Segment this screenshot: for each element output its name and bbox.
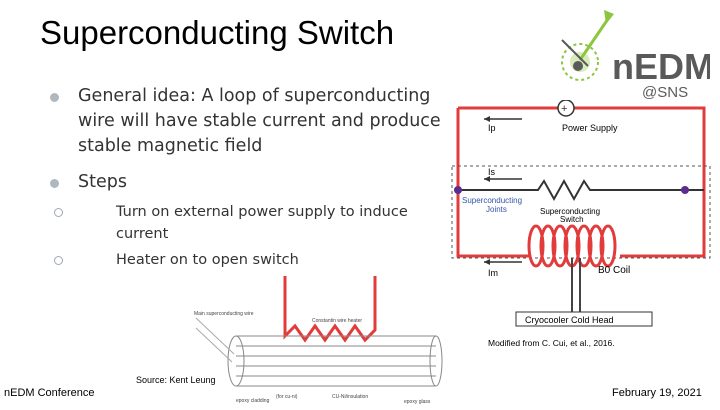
ip-label: Ip — [488, 123, 496, 133]
bullet-text: General idea: A loop of superconducting … — [78, 86, 441, 156]
circuit-diagram: + Power Supply Ip Is Superconducting Joi… — [450, 99, 712, 350]
logo-name: nEDM — [612, 46, 710, 87]
sketch-source: Source: Kent Leung — [136, 375, 216, 385]
is-label: Is — [488, 167, 496, 177]
power-supply-label: Power Supply — [562, 123, 618, 133]
joints-label-2: Joints — [486, 205, 507, 214]
cryostat-boundary — [451, 165, 711, 259]
power-supply-symbol — [557, 99, 575, 117]
logo-sub: @SNS — [642, 84, 688, 101]
wire-cylinder — [195, 317, 443, 387]
coil-label: B0 Coil — [598, 265, 630, 276]
bullet-dot — [50, 93, 59, 102]
svg-text:+: + — [561, 103, 567, 115]
sub-bullet-ring — [54, 256, 63, 265]
nedm-logo: nEDM @SNS — [548, 6, 714, 102]
footer-date: February 19, 2021 — [612, 387, 702, 399]
slide-title: Superconducting Switch — [40, 14, 395, 51]
footer-left: nEDM Conference — [4, 387, 95, 399]
joints-label-1: Superconducting — [462, 196, 522, 205]
im-label: Im — [488, 268, 498, 278]
sub-bullet-text: Turn on external power supply to induce … — [116, 204, 408, 242]
sketch-label-top-left: Main superconducting wire — [194, 311, 254, 317]
joint-left — [454, 186, 462, 194]
bullet-dot — [50, 179, 59, 188]
sub-bullet-text: Heater on to open switch — [116, 252, 299, 268]
switch-resistor — [458, 178, 704, 202]
bullet-text: Steps — [78, 172, 127, 192]
sketch-label-top-mid: Constantin wire heater — [312, 318, 362, 324]
switch-label-2: Switch — [560, 215, 584, 224]
sub-bullet-ring — [54, 208, 63, 217]
heater-wire — [283, 276, 377, 343]
switch-sketch: Main superconducting wire Constantin wir… — [190, 272, 445, 405]
cryocooler-box — [515, 311, 653, 327]
sketch-label-bottom-right: CU-Ni/insulation — [332, 394, 368, 400]
sketch-label-bottom-mid: (for cu-ni) — [276, 394, 298, 400]
circuit-credit: Modified from C. Cui, et al., 2016. — [488, 338, 615, 348]
sketch-label-bottom-far: epoxy glass — [404, 399, 431, 405]
switch-label-1: Superconducting — [540, 207, 600, 216]
cryocooler-label: Cryocooler Cold Head — [525, 315, 614, 325]
sketch-label-bottom-left: epoxy cladding — [236, 398, 270, 404]
joint-right — [681, 186, 689, 194]
b0-coil — [527, 224, 617, 268]
